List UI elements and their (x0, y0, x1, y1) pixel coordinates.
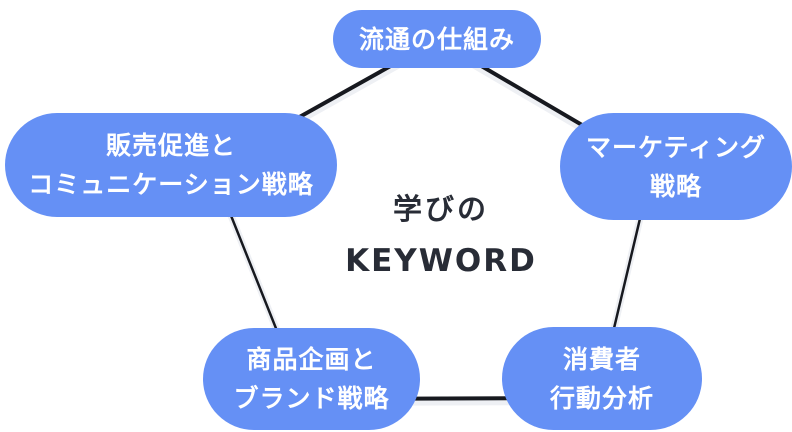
node-marketing-label-line1: マーケティング (585, 132, 766, 162)
node-product-label-line1: 商品企画と (246, 345, 377, 374)
node-marketing-label-line2: 戦略 (649, 171, 702, 201)
node-product: 商品企画と ブランド戦略 (203, 328, 420, 430)
center-caption-line1: 学びの (392, 192, 489, 226)
node-consumer: 消費者 行動分析 (502, 327, 702, 430)
node-marketing: マーケティング 戦略 (560, 113, 792, 220)
node-consumer-label-line2: 行動分析 (549, 383, 654, 413)
node-product-label-line2: ブランド戦略 (233, 384, 390, 413)
node-distribution: 流通の仕組み (333, 10, 541, 68)
node-consumer-label-line1: 消費者 (562, 344, 641, 374)
node-promotion: 販売促進と コミュニケーション戦略 (5, 113, 337, 217)
node-promotion-label-line2: コミュニケーション戦略 (28, 170, 314, 199)
node-promotion-label-line1: 販売促進と (105, 131, 236, 160)
node-distribution-label: 流通の仕組み (358, 24, 515, 54)
center-caption-line2: KEYWORD (345, 243, 537, 279)
center-caption: 学びの KEYWORD (316, 186, 566, 279)
